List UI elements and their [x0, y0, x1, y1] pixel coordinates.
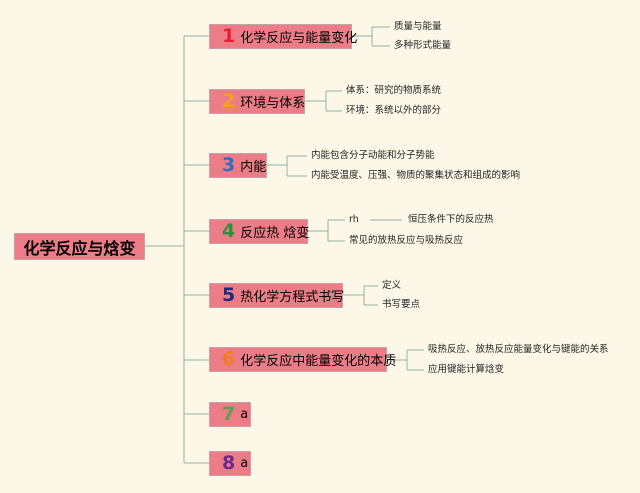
leaf-node[interactable]: 常见的放热反应与吸热反应 — [349, 235, 464, 246]
branch-node-6[interactable]: 6 化学反应中能量变化的本质 — [209, 347, 396, 372]
branch-label: 化学反应与能量变化 — [240, 31, 358, 46]
leaf-connector-3 — [267, 155, 307, 177]
leaf-node[interactable]: 体系：研究的物质系统 — [346, 85, 442, 96]
branch-number: 6 — [222, 348, 236, 370]
root-title: 化学反应与焓变 — [23, 238, 136, 258]
branch-label: a — [240, 407, 249, 422]
leaf-node[interactable]: 恒压条件下的反应热 — [408, 214, 494, 225]
leaf-node[interactable]: rh — [349, 214, 359, 225]
branch-number: 2 — [222, 90, 236, 112]
leaf-node[interactable]: 质量与能量 — [394, 21, 442, 32]
root-node[interactable]: 化学反应与焓变 — [14, 233, 145, 260]
leaf-node[interactable]: 应用键能计算焓变 — [428, 364, 505, 375]
leaf-node[interactable]: 吸热反应、放热反应能量变化与键能的关系 — [428, 344, 609, 355]
leaf-connector-6 — [387, 349, 424, 371]
branch-node-8[interactable]: 8 a — [209, 451, 251, 476]
branch-number: 5 — [222, 284, 236, 306]
branch-label: 环境与体系 — [240, 96, 306, 111]
leaf-node[interactable]: 定义 — [382, 280, 402, 291]
branch-node-1[interactable]: 1 化学反应与能量变化 — [209, 24, 357, 49]
leaf-connector-4 — [308, 219, 402, 242]
branch-node-2[interactable]: 2 环境与体系 — [209, 89, 305, 114]
branch-label: 内能 — [240, 160, 267, 175]
branch-node-3[interactable]: 3 内能 — [209, 153, 267, 178]
leaf-connector-2 — [305, 90, 342, 112]
branch-label: 反应热 焓变 — [240, 226, 310, 241]
branch-number: 8 — [222, 452, 236, 474]
leaf-node[interactable]: 书写要点 — [382, 299, 421, 310]
leaf-connector-1 — [352, 26, 390, 47]
branch-label: a — [240, 456, 249, 471]
branch-label: 热化学方程式书写 — [240, 290, 345, 305]
branch-node-7[interactable]: 7 a — [209, 402, 251, 427]
branch-number: 7 — [222, 403, 236, 425]
branch-number: 4 — [222, 220, 236, 242]
branch-number: 1 — [222, 25, 236, 47]
branch-label: 化学反应中能量变化的本质 — [240, 354, 397, 369]
leaf-connector-5 — [343, 285, 378, 306]
branch-node-4[interactable]: 4 反应热 焓变 — [209, 219, 310, 244]
branch-number: 3 — [222, 154, 236, 176]
leaf-node[interactable]: 环境：系统以外的部分 — [346, 105, 442, 116]
branch-node-5[interactable]: 5 热化学方程式书写 — [209, 283, 345, 308]
leaf-node[interactable]: 内能受温度、压强、物质的聚集状态和组成的影响 — [311, 170, 521, 181]
leaf-node[interactable]: 内能包含分子动能和分子势能 — [311, 150, 435, 161]
leaf-node[interactable]: 多种形式能量 — [394, 40, 452, 51]
